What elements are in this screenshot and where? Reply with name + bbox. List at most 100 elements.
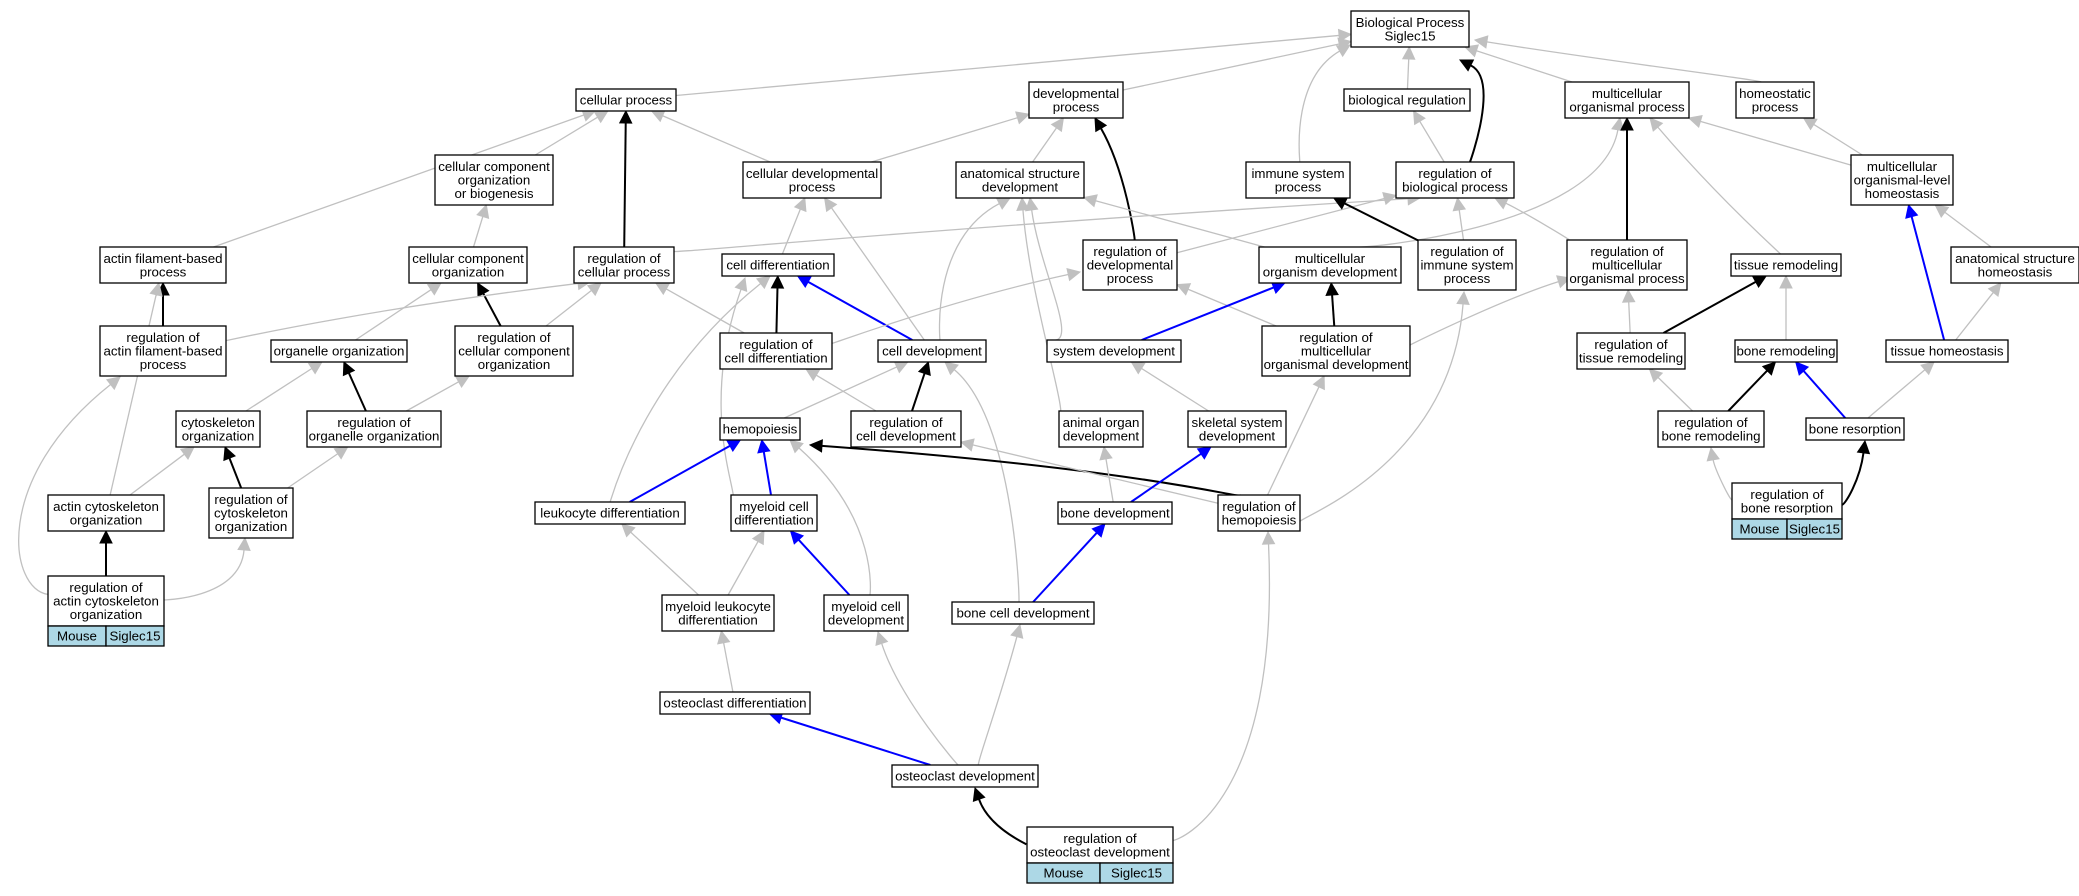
node-box xyxy=(823,594,909,632)
edge-rohemo-to-hemo xyxy=(808,439,1241,497)
node-box xyxy=(175,410,261,448)
edge-line xyxy=(1032,532,1098,603)
node-label: Siglec15 xyxy=(1384,28,1435,43)
edge-odev-to-mcdev xyxy=(875,630,959,766)
arrowhead xyxy=(223,445,236,462)
edge-line xyxy=(1910,216,1946,341)
edge-line xyxy=(775,287,779,334)
edge-roisp-to-isp xyxy=(1332,197,1419,242)
edge-line xyxy=(1130,452,1202,503)
edge-line xyxy=(1955,292,1994,341)
node-label: biological process xyxy=(1402,179,1508,194)
node-od[interactable]: osteoclast differentiation xyxy=(659,691,811,715)
arrowhead xyxy=(1934,204,1950,218)
edge-aco-to-afbp xyxy=(109,281,163,496)
edge-line xyxy=(978,798,1029,846)
edge-rotr-to-romop xyxy=(1621,288,1636,334)
node-odev[interactable]: osteoclast development xyxy=(891,764,1039,788)
edge-rohemo-to-rocdev xyxy=(959,438,1219,504)
node-cdev[interactable]: cell development xyxy=(877,339,987,363)
edge-line xyxy=(1657,376,1693,412)
edge-line xyxy=(675,34,1340,97)
edge-line xyxy=(1802,370,1847,419)
node-breg[interactable]: biological regulation xyxy=(1343,88,1471,112)
edge-line xyxy=(762,451,772,496)
node-label: regulation of xyxy=(1750,487,1823,502)
arrowhead xyxy=(875,630,889,646)
node-label: tissue remodeling xyxy=(1579,350,1683,365)
node-sysd[interactable]: system development xyxy=(1046,339,1182,363)
edge-line xyxy=(665,288,745,334)
edge-line xyxy=(18,383,111,595)
edge-rocdev-to-rocd xyxy=(805,368,877,412)
edge-line xyxy=(815,374,877,412)
node-label: actin cytoskeleton xyxy=(53,499,159,514)
arrowhead xyxy=(179,446,195,460)
node-bdev[interactable]: bone development xyxy=(1057,501,1173,525)
edge-robrem-to-rotr xyxy=(1648,368,1693,412)
node-box xyxy=(1058,410,1144,448)
node-trem[interactable]: tissue remodeling xyxy=(1730,253,1842,277)
node-ld[interactable]: leukocyte differentiation xyxy=(534,501,686,525)
edge-mop-to-bp xyxy=(1463,44,1573,83)
node-brem[interactable]: bone remodeling xyxy=(1734,339,1838,363)
node-label: multicellular xyxy=(1592,258,1663,273)
edge-line xyxy=(1022,209,1062,418)
node-th[interactable]: tissue homeostasis xyxy=(1885,339,2009,363)
node-box xyxy=(742,161,882,199)
edge-rooo-to-oo xyxy=(342,360,367,412)
node-cp[interactable]: cellular process xyxy=(575,88,677,112)
edge-afbp-to-cp xyxy=(213,108,597,248)
arrowhead xyxy=(333,446,349,460)
arrowhead xyxy=(757,438,771,454)
edge-cyto-to-oo xyxy=(245,361,323,412)
arrowhead xyxy=(1856,439,1871,455)
node-bcd[interactable]: bone cell development xyxy=(951,601,1095,625)
node-cdiff[interactable]: cell differentiation xyxy=(721,253,835,277)
edge-rood-to-rohemo xyxy=(1172,530,1276,842)
node-hemo[interactable]: hemopoiesis xyxy=(719,417,801,441)
edge-line xyxy=(1344,202,1419,242)
node-oo[interactable]: organelle organization xyxy=(270,339,408,363)
node-bres[interactable]: bone resorption xyxy=(1805,417,1905,441)
node-label: osteoclast differentiation xyxy=(663,696,806,711)
